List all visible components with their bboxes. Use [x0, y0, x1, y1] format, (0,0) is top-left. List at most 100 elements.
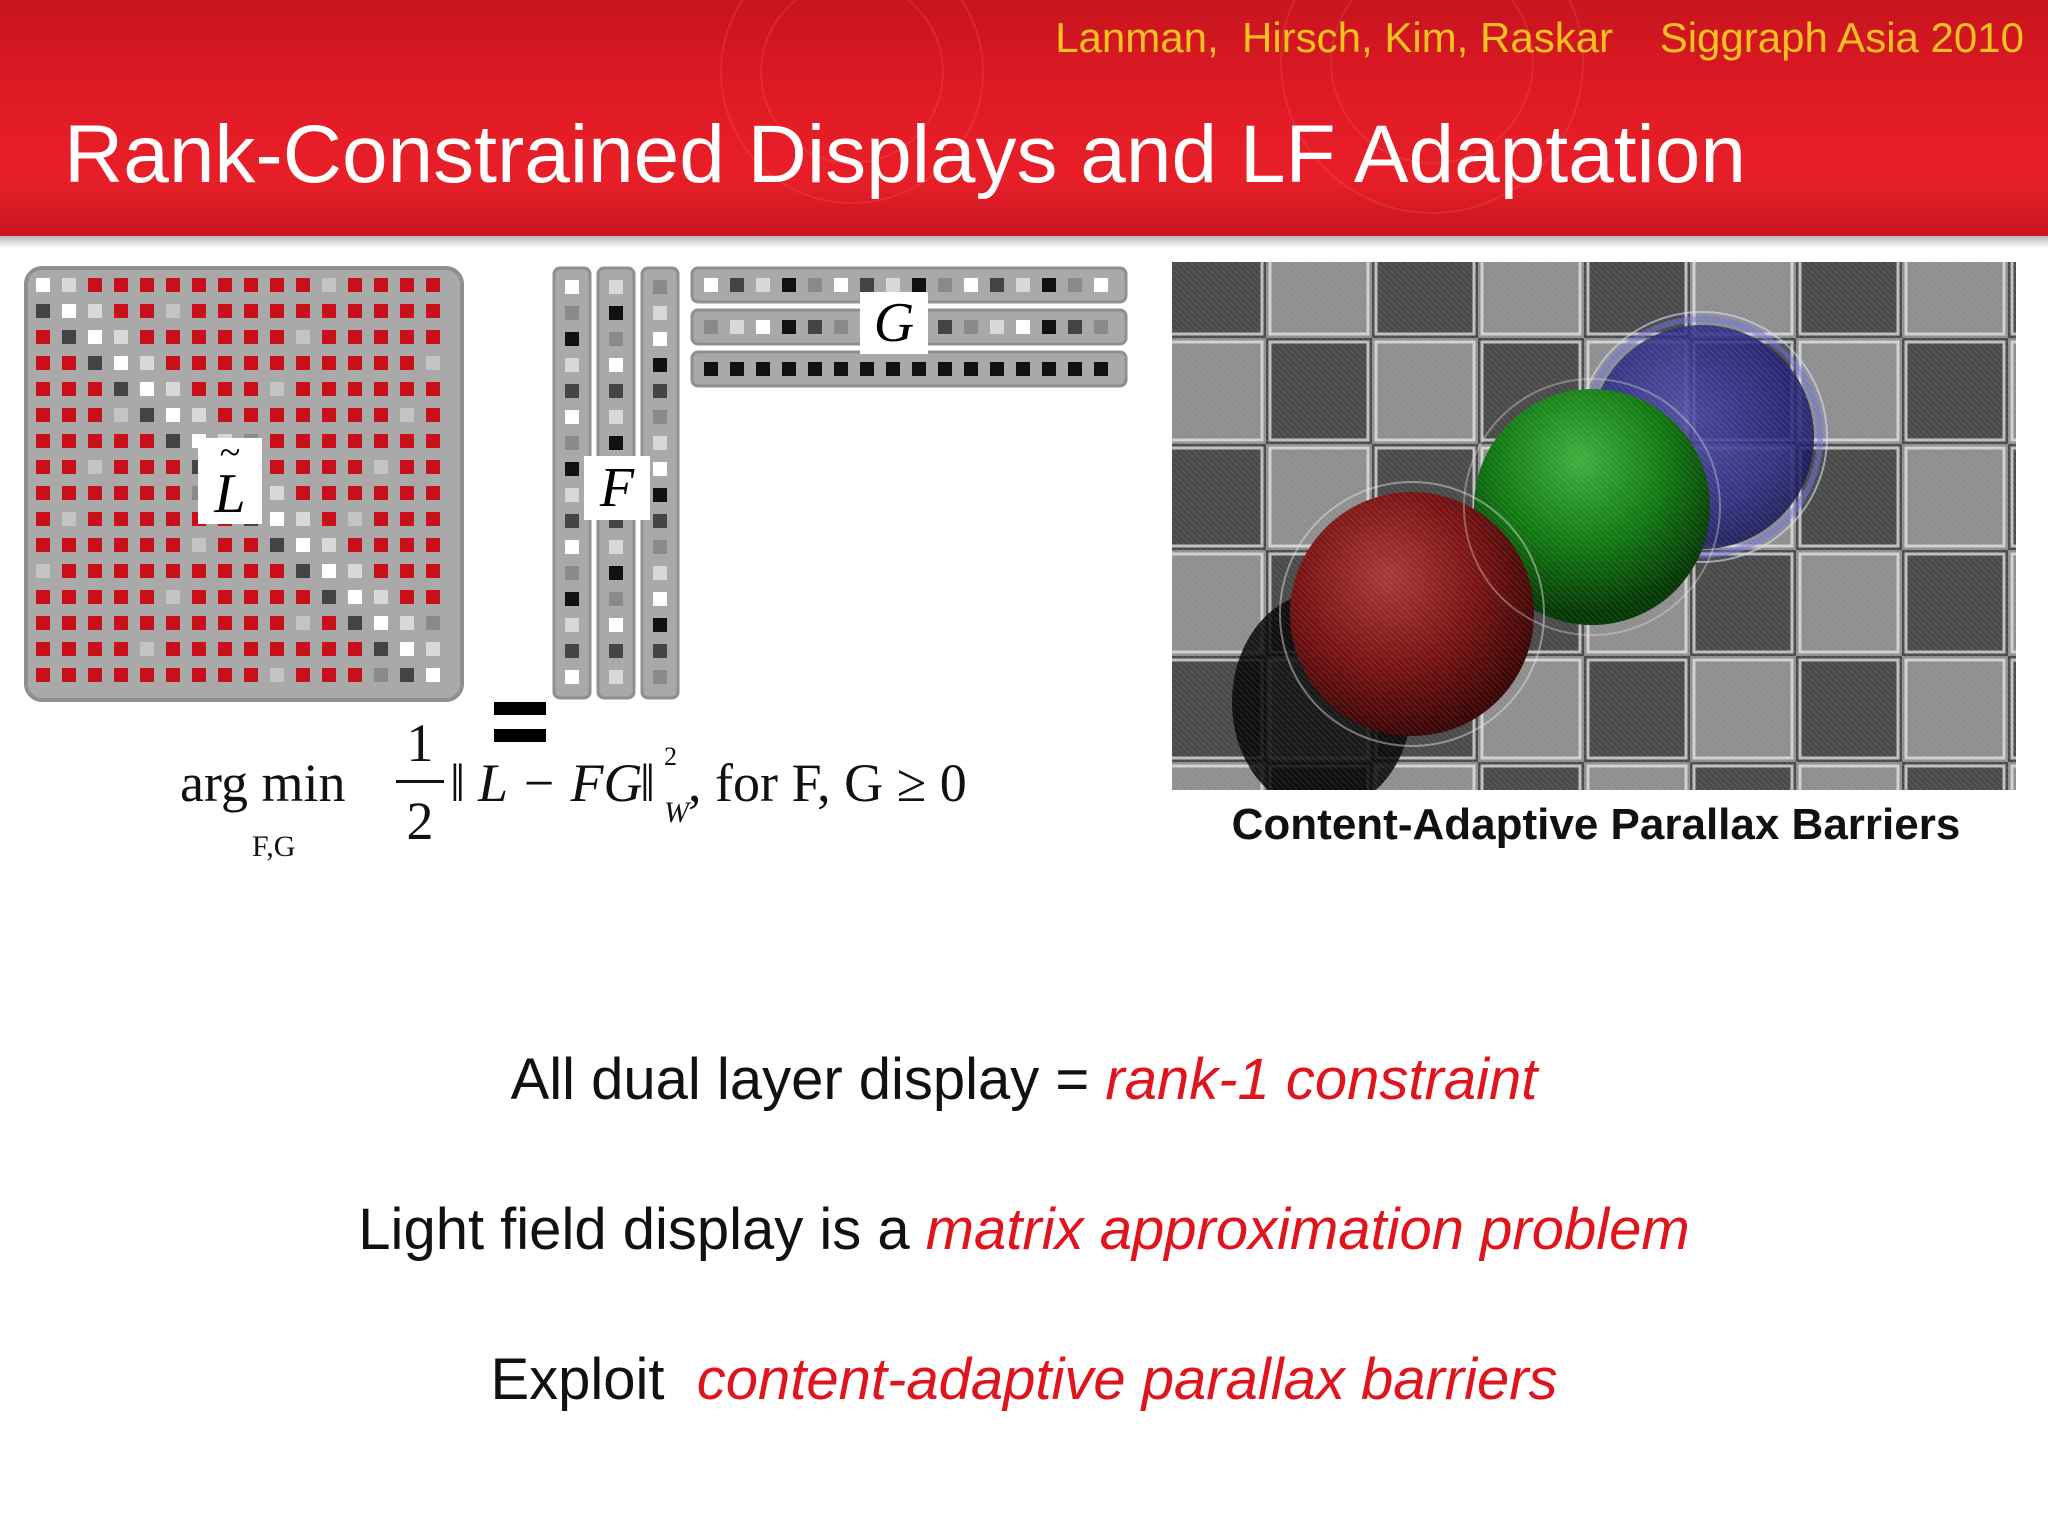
matrix-cell — [270, 278, 284, 292]
matrix-cell — [348, 408, 362, 422]
matrix-cell — [88, 642, 102, 656]
bullet-matrix-approximation: Light field display is a matrix approxim… — [0, 1196, 2048, 1263]
matrix-cell — [218, 564, 232, 578]
matrix-cell — [244, 668, 258, 682]
g-vector-cell — [1016, 278, 1030, 292]
matrix-cell — [426, 486, 440, 500]
header-decoration — [760, 0, 944, 164]
matrix-cell — [322, 408, 336, 422]
matrix-cell — [270, 434, 284, 448]
matrix-cell — [62, 434, 76, 448]
header-shadow — [0, 236, 2048, 248]
matrix-cell — [62, 304, 76, 318]
f-vector-cell — [653, 618, 667, 632]
g-vector-cell — [1042, 320, 1056, 334]
matrix-cell — [114, 278, 128, 292]
matrix-cell — [114, 564, 128, 578]
f-vector-cell — [565, 332, 579, 346]
matrix-cell — [322, 304, 336, 318]
matrix-cell — [166, 590, 180, 604]
light-field-matrix-cells — [36, 278, 440, 682]
matrix-cell — [62, 590, 76, 604]
matrix-cell — [270, 460, 284, 474]
parallax-barrier-image — [1172, 262, 2016, 790]
matrix-cell — [400, 278, 414, 292]
matrix-cell — [322, 642, 336, 656]
matrix-cell — [426, 564, 440, 578]
g-vector-cell — [808, 362, 822, 376]
matrix-cell — [140, 564, 154, 578]
g-vector-cell — [1016, 320, 1030, 334]
g-vector-cell — [938, 362, 952, 376]
matrix-cell — [192, 382, 206, 396]
g-vector-cell — [938, 320, 952, 334]
matrix-cell — [426, 434, 440, 448]
matrix-cell — [296, 330, 310, 344]
matrix-cell — [400, 538, 414, 552]
matrix-cell — [244, 356, 258, 370]
matrix-cell — [62, 486, 76, 500]
f-vector-cell — [609, 384, 623, 398]
bullet-rank-constraint: All dual layer display = rank-1 constrai… — [0, 1046, 2048, 1113]
matrix-cell — [166, 668, 180, 682]
f-vector-cell — [609, 644, 623, 658]
f-vector-cell — [653, 592, 667, 606]
f-vector-cell — [653, 514, 667, 528]
f-vector-cell — [565, 436, 579, 450]
matrix-cell — [400, 564, 414, 578]
matrix-cell — [322, 278, 336, 292]
formula-numerator: 1 — [406, 713, 434, 773]
matrix-cell — [88, 408, 102, 422]
matrix-cell — [270, 408, 284, 422]
matrix-cell — [114, 382, 128, 396]
matrix-cell — [166, 382, 180, 396]
matrix-cell — [322, 382, 336, 396]
matrix-cell — [270, 642, 284, 656]
matrix-cell — [114, 356, 128, 370]
matrix-cell — [426, 460, 440, 474]
matrix-cell — [36, 616, 50, 630]
g-vector-cell — [964, 320, 978, 334]
matrix-cell — [400, 668, 414, 682]
matrix-cell — [348, 538, 362, 552]
matrix-cell — [114, 616, 128, 630]
matrix-cell — [140, 512, 154, 526]
matrix-cell — [296, 512, 310, 526]
matrix-cell — [192, 278, 206, 292]
matrix-cell — [296, 382, 310, 396]
matrix-cell — [296, 408, 310, 422]
matrix-cell — [36, 642, 50, 656]
f-vector-cell — [653, 306, 667, 320]
matrix-cell — [192, 330, 206, 344]
matrix-cell — [140, 434, 154, 448]
f-label: F — [584, 456, 650, 520]
matrix-cell — [88, 434, 102, 448]
matrix-cell — [374, 538, 388, 552]
matrix-cell — [114, 512, 128, 526]
f-vector-cell — [653, 644, 667, 658]
formula-norm-open: ‖ — [450, 753, 466, 813]
matrix-cell — [88, 538, 102, 552]
g-vector-cell — [704, 362, 718, 376]
matrix-cell — [270, 304, 284, 318]
matrix-cell — [88, 278, 102, 292]
matrix-cell — [62, 616, 76, 630]
matrix-cell — [322, 460, 336, 474]
matrix-cell — [140, 304, 154, 318]
matrix-cell — [322, 512, 336, 526]
matrix-cell — [114, 408, 128, 422]
matrix-cell — [140, 642, 154, 656]
matrix-cell — [88, 460, 102, 474]
matrix-label-box: ~ L — [198, 434, 262, 524]
matrix-cell — [322, 538, 336, 552]
formula-norm-subscript: W — [664, 796, 689, 829]
formula-norm-close: ‖ — [640, 753, 656, 813]
f-vector-cell — [653, 566, 667, 580]
matrix-cell — [322, 590, 336, 604]
g-vector-cell — [912, 278, 926, 292]
f-vector-cell — [565, 384, 579, 398]
equals-sign — [494, 702, 546, 756]
matrix-cell — [322, 668, 336, 682]
f-vector-cell — [565, 410, 579, 424]
matrix-cell — [62, 564, 76, 578]
